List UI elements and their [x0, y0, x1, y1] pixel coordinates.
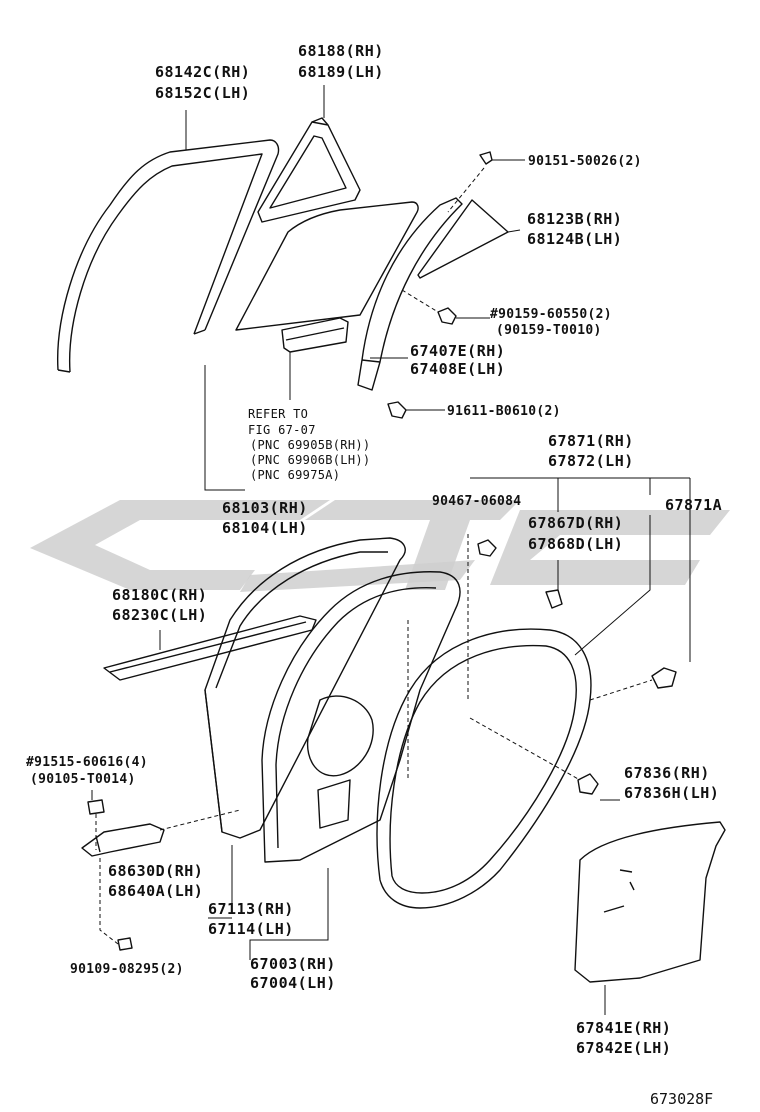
label-67113-lh: 67114(LH) — [208, 920, 294, 938]
label-90151: 90151-50026(2) — [528, 154, 642, 169]
label-67407-rh: 67407E(RH) — [410, 342, 505, 360]
part-door-glass — [235, 201, 419, 353]
refer-note-3: (PNC 69905B(RH)) — [250, 438, 370, 452]
label-68630-lh: 68640A(LH) — [108, 882, 203, 900]
part-hinge — [81, 823, 165, 857]
watermark-logo — [30, 500, 730, 592]
part-door-weatherstrip — [376, 628, 592, 909]
label-67867-lh: 67868D(LH) — [528, 535, 623, 553]
label-67407-lh: 67408E(LH) — [410, 360, 505, 378]
refer-note-5: (PNC 69975A) — [250, 468, 340, 482]
refer-note-4: (PNC 69906B(LH)) — [250, 453, 370, 467]
leader-lines — [91, 85, 691, 1015]
label-68142-lh: 68152C(LH) — [155, 84, 250, 102]
label-67836-rh: 67836(RH) — [624, 764, 710, 782]
label-67867-rh: 67867D(RH) — [528, 514, 623, 532]
label-68123-lh: 68124B(LH) — [527, 230, 622, 248]
label-67841-rh: 67841E(RH) — [576, 1019, 671, 1037]
label-67003-rh: 67003(RH) — [250, 955, 336, 973]
label-67836-lh: 67836H(LH) — [624, 784, 719, 802]
label-91515: #91515-60616(4) — [26, 755, 148, 770]
label-68180-lh: 68230C(LH) — [112, 606, 207, 624]
label-67871-lh: 67872(LH) — [548, 452, 634, 470]
label-67871-rh: 67871(RH) — [548, 432, 634, 450]
label-67003-lh: 67004(LH) — [250, 974, 336, 992]
label-90159-alt: (90159-T0010) — [496, 323, 602, 338]
part-service-hole-cover — [574, 821, 726, 983]
part-screws — [87, 151, 677, 951]
part-belt-moulding — [103, 615, 317, 681]
part-quarter-frame — [257, 117, 361, 223]
label-90467: 90467-06084 — [432, 494, 521, 509]
part-division-bar — [357, 197, 463, 391]
label-68103-rh: 68103(RH) — [222, 499, 308, 517]
label-68103-lh: 68104(LH) — [222, 519, 308, 537]
label-67113-rh: 67113(RH) — [208, 900, 294, 918]
label-68180-rh: 68180C(RH) — [112, 586, 207, 604]
label-90159: #90159-60550(2) — [490, 307, 612, 322]
label-91515-alt: (90105-T0014) — [30, 772, 136, 787]
label-68188-lh: 68189(LH) — [298, 63, 384, 81]
label-68123-rh: 68123B(RH) — [527, 210, 622, 228]
label-91611: 91611-B0610(2) — [447, 404, 561, 419]
label-67841-lh: 67842E(LH) — [576, 1039, 671, 1057]
dashed-lines — [95, 167, 653, 945]
refer-note-2: FIG 67-07 — [248, 423, 316, 437]
label-68630-rh: 68630D(RH) — [108, 862, 203, 880]
label-68188-rh: 68188(RH) — [298, 42, 384, 60]
figure-code: 673028F — [650, 1090, 713, 1108]
label-90109: 90109-08295(2) — [70, 962, 184, 977]
part-door-panel — [204, 537, 406, 839]
part-door-inner-frame — [261, 571, 461, 863]
label-68142-rh: 68142C(RH) — [155, 63, 250, 81]
label-67871a: 67871A — [665, 496, 722, 514]
part-weatherstrip-outer — [57, 139, 280, 373]
refer-note-1: REFER TO — [248, 407, 308, 421]
